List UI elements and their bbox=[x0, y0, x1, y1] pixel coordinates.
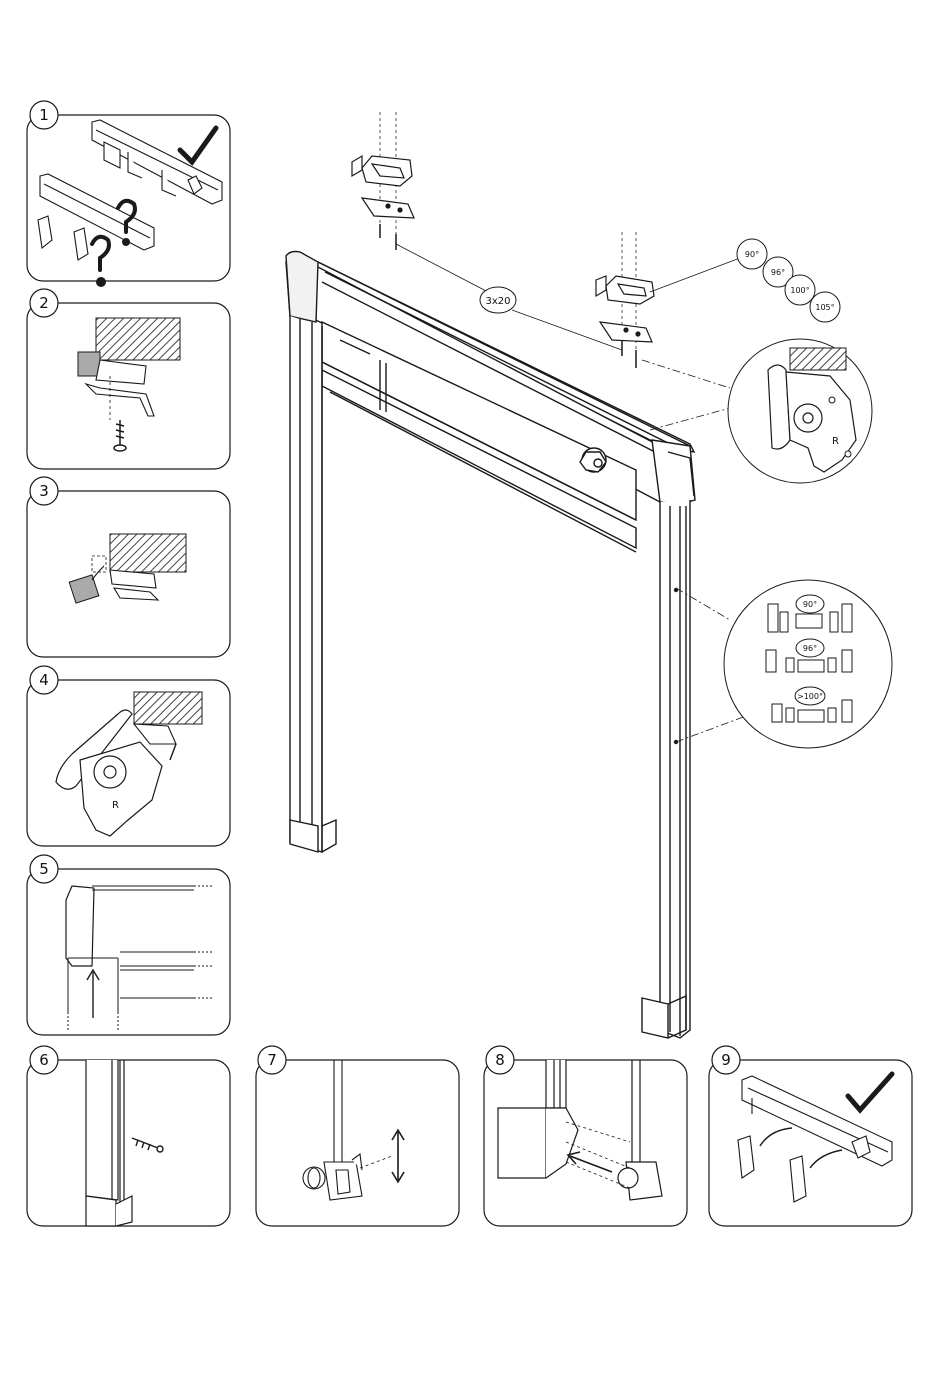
step-number-6: 6 bbox=[39, 1051, 49, 1069]
step-panel-7: 7 bbox=[256, 1046, 459, 1226]
angle-callout: 90° 96° 100° 105° bbox=[650, 239, 840, 322]
side-marker-r-step4: R bbox=[112, 800, 119, 811]
screw-size-label: 3x20 bbox=[485, 296, 510, 307]
step-panel-6: 6 bbox=[27, 1046, 230, 1226]
step-panel-2: 2 bbox=[27, 289, 230, 469]
side-marker-r: R bbox=[832, 436, 839, 447]
bracket-angle-90: 90° bbox=[803, 600, 817, 609]
step-number-8: 8 bbox=[495, 1051, 505, 1069]
bracket-angle-96: 96° bbox=[803, 644, 817, 653]
step-panel-4: 4 R bbox=[27, 666, 230, 846]
step-panel-1: 1 bbox=[27, 101, 230, 285]
step-panel-9: 9 bbox=[709, 1046, 912, 1226]
bracket-right-top bbox=[596, 276, 654, 342]
step-number-7: 7 bbox=[267, 1051, 277, 1069]
step-number-2: 2 bbox=[39, 294, 49, 312]
bracket-angle-100: >100° bbox=[797, 692, 823, 701]
step-number-5: 5 bbox=[39, 860, 49, 878]
angle-label-96: 96° bbox=[771, 268, 785, 277]
angle-label-90: 90° bbox=[745, 250, 759, 259]
step-number-1: 1 bbox=[39, 106, 49, 124]
bracket-left-top bbox=[352, 156, 414, 218]
step-panel-5: 5 bbox=[27, 855, 230, 1035]
step-number-4: 4 bbox=[39, 671, 49, 689]
angle-label-105: 105° bbox=[815, 303, 834, 312]
step-number-3: 3 bbox=[39, 482, 49, 500]
step-panel-3: 3 bbox=[27, 477, 230, 657]
step-panel-8: 8 bbox=[484, 1046, 687, 1226]
angle-label-100: 100° bbox=[790, 286, 809, 295]
detail-bracket-angles: 90° 96° >100° bbox=[676, 580, 892, 748]
step-number-9: 9 bbox=[721, 1051, 731, 1069]
main-screen-frame bbox=[286, 252, 695, 1039]
